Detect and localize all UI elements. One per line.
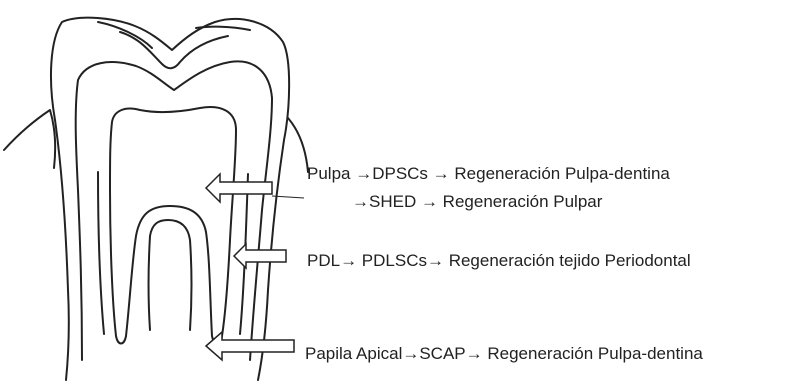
pulp-chamber xyxy=(110,107,236,344)
label-pulpa: Pulpa →DPSCs → Regeneración Pulpa-dentin… xyxy=(307,164,670,184)
root-canal-left xyxy=(98,172,104,334)
cusp-ridge-left xyxy=(98,22,152,48)
occlusal-fissure xyxy=(120,32,228,68)
gingiva-right xyxy=(288,118,308,172)
gingiva-left xyxy=(4,110,55,168)
arrow-pulpa xyxy=(206,174,272,202)
label-shed: →SHED → Regeneración Pulpar xyxy=(352,192,602,212)
furcation-inner xyxy=(150,220,192,330)
cusp-ridge-right xyxy=(196,27,250,30)
label-papila-apical: Papila Apical→SCAP→ Regeneración Pulpa-d… xyxy=(305,344,703,364)
label-pdl: PDL→ PDLSCs→ Regeneración tejido Periodo… xyxy=(307,251,691,271)
arrow-pdl xyxy=(234,244,286,268)
dentin-line xyxy=(76,61,272,360)
furcation-inner-2 xyxy=(149,236,151,330)
